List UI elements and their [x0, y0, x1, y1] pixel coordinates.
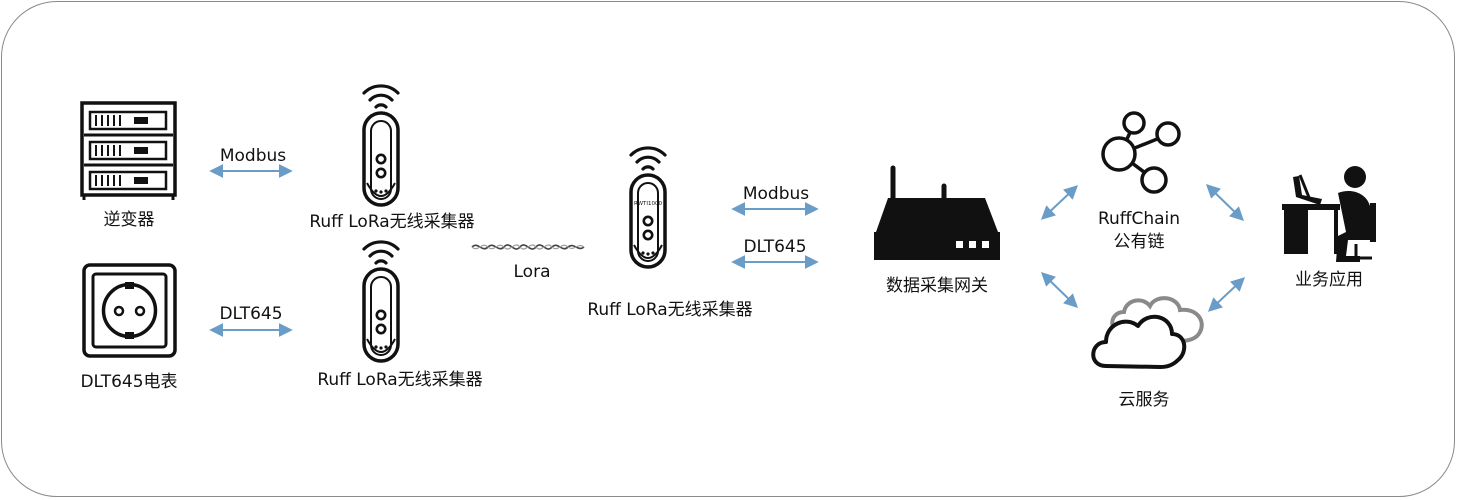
- label-business: 业务应用: [1295, 270, 1363, 290]
- lora-wave-shadow: [471, 244, 585, 250]
- collector-bottom-icon: [362, 240, 400, 363]
- label-ruffchain-line1: RuffChain: [1097, 209, 1181, 229]
- label-inverter-modbus: Modbus: [219, 146, 287, 166]
- label-main-modbus: Modbus: [742, 184, 810, 204]
- arrow-ruffchain-business: [1205, 184, 1245, 221]
- label-ruffchain: RuffChain 公有链: [1098, 209, 1180, 252]
- inverter-icon: [80, 101, 177, 200]
- cloud-icon: [1091, 296, 1204, 369]
- device-marking: RWTI1000: [634, 201, 663, 207]
- label-collector-bottom: Ruff LoRa无线采集器: [317, 370, 483, 390]
- gateway-icon: [874, 165, 1000, 260]
- label-gateway: 数据采集网关: [886, 276, 988, 296]
- label-lora: Lora: [513, 262, 551, 282]
- label-meter-dlt645: DLT645: [219, 304, 283, 324]
- meter-icon: [82, 263, 177, 358]
- collector-main-icon: [629, 146, 667, 269]
- collector-top-icon: [362, 84, 400, 207]
- arrow-gateway-cloud: [1040, 272, 1079, 308]
- label-meter: DLT645电表: [80, 372, 178, 392]
- label-inverter: 逆变器: [103, 210, 155, 230]
- arrow-cloud-business: [1207, 277, 1246, 312]
- label-ruffchain-line2: 公有链: [1113, 232, 1165, 252]
- arrow-gateway-ruffchain: [1040, 185, 1079, 220]
- ruffchain-icon: [1101, 111, 1181, 194]
- business-app-icon: [1282, 166, 1376, 262]
- label-collector-top: Ruff LoRa无线采集器: [309, 212, 475, 232]
- label-main-dlt645: DLT645: [743, 237, 807, 257]
- label-cloud: 云服务: [1118, 390, 1170, 410]
- link-arrows: [209, 164, 1246, 337]
- label-collector-main: Ruff LoRa无线采集器: [587, 300, 753, 320]
